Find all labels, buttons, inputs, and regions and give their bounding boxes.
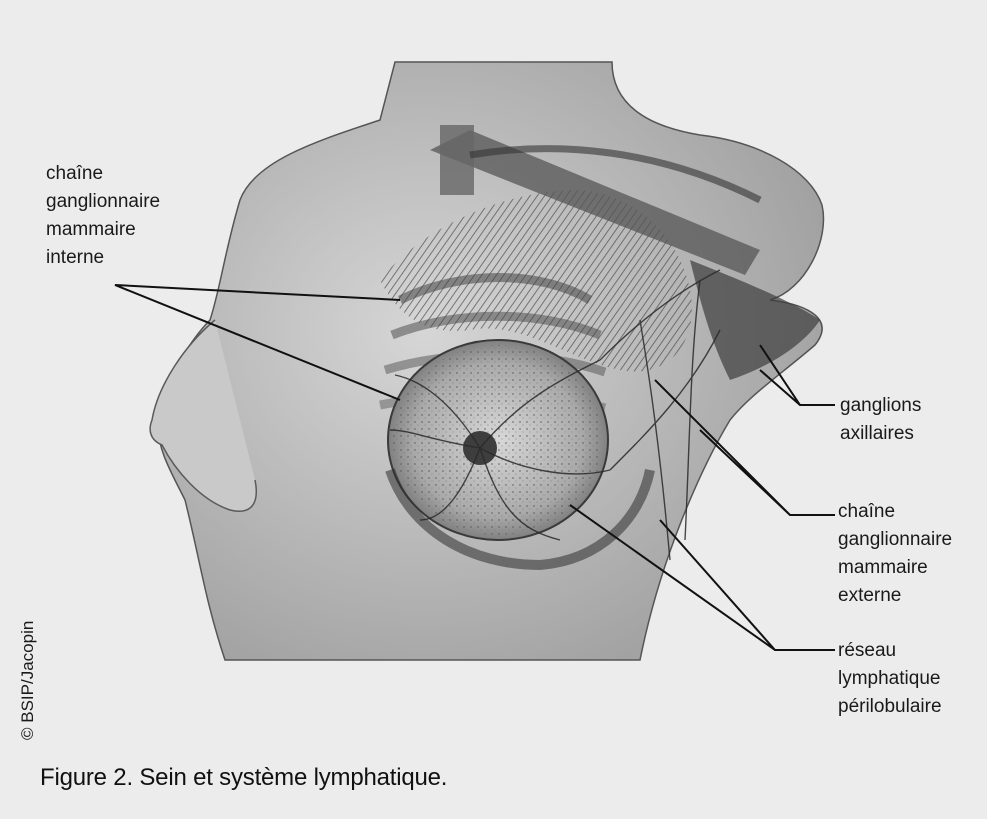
figure-caption: Figure 2. Sein et système lymphatique. (40, 764, 447, 792)
label-reseau-lymphatique: réseau lymphatique périlobulaire (838, 637, 942, 721)
label-chaine-interne: chaîne ganglionnaire mammaire interne (46, 160, 160, 272)
photo-credit: © BSIP/Jacopin (18, 621, 38, 740)
label-chaine-externe: chaîne ganglionnaire mammaire externe (838, 498, 952, 610)
vessel-trunk (440, 125, 474, 195)
label-ganglions-axillaires: ganglions axillaires (840, 392, 921, 448)
